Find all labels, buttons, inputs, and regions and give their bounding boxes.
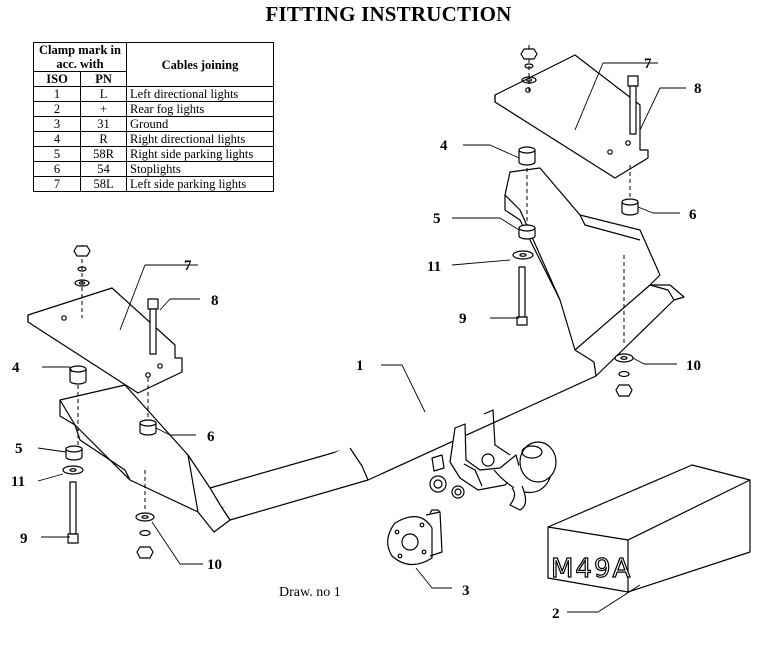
table-header-row: Clamp mark in acc. with Cables joining (33, 42, 274, 87)
fastener-stack-right-bottom (614, 353, 634, 397)
spacer-4-right (518, 146, 536, 166)
pn-cell: 31 (80, 116, 127, 132)
iso-cell: 7 (32, 176, 82, 192)
label-part-4-left: 4 (12, 360, 20, 376)
spacer-5-left (65, 445, 83, 461)
cable-cell: Right side parking lights (126, 146, 274, 162)
label-part-10-right: 10 (686, 358, 701, 374)
bolt-9-right (516, 266, 528, 326)
label-part-1: 1 (356, 358, 364, 374)
cable-cell: Stoplights (126, 161, 274, 177)
iso-cell: 5 (32, 146, 82, 162)
label-part-5-right: 5 (433, 211, 441, 227)
label-part-6-right: 6 (689, 207, 697, 223)
label-part-11-left: 11 (11, 474, 25, 490)
clamp-mark-header: Clamp mark in acc. with (33, 42, 127, 72)
label-part-8-right: 8 (694, 81, 702, 97)
label-part-2: 2 (552, 606, 560, 622)
cables-joining-header: Cables joining (126, 42, 274, 87)
label-part-5-left: 5 (15, 441, 23, 457)
label-part-6-left: 6 (207, 429, 215, 445)
parts-box (547, 464, 751, 593)
label-part-9-left: 9 (20, 531, 28, 547)
bolt-9-left (67, 481, 79, 544)
bolt-right (627, 75, 639, 135)
label-part-8-left: 8 (211, 293, 219, 309)
cable-cell: Right directional lights (126, 131, 274, 147)
fastener-stack-left-bottom (135, 512, 155, 559)
fastener-stack-left-top (73, 245, 91, 287)
tow-ball-assembly (429, 409, 557, 511)
label-part-7-left: 7 (184, 258, 192, 274)
cable-cell: Ground (126, 116, 274, 132)
spacer-6-left (139, 419, 157, 436)
cable-cell: Left side parking lights (126, 176, 274, 192)
label-part-10-left: 10 (207, 557, 222, 573)
label-part-4-right: 4 (440, 138, 448, 154)
spacer-5-right (518, 224, 536, 240)
plate-right (494, 54, 649, 179)
drawing-number: Draw. no 1 (279, 585, 341, 600)
fastener-stack-right-top (520, 48, 538, 84)
bolt-left (147, 298, 159, 355)
spacer-4-left (69, 365, 87, 385)
socket-plate (387, 509, 443, 566)
washer-11-left (62, 465, 84, 475)
pn-cell: 58L (80, 176, 127, 192)
page-title: FITTING INSTRUCTION (265, 2, 512, 26)
washer-11-right (512, 250, 534, 260)
box-stamp: M49A (551, 554, 632, 584)
pn-header: PN (80, 71, 127, 87)
pn-cell: 54 (80, 161, 127, 177)
label-part-7-right: 7 (644, 56, 652, 72)
label-part-11-right: 11 (427, 259, 441, 275)
crossbar-part (59, 167, 685, 533)
clamp-table: Clamp mark in acc. with Cables joining I… (32, 42, 274, 192)
plate-left (27, 287, 183, 394)
label-part-3: 3 (462, 583, 470, 599)
label-part-9-right: 9 (459, 311, 467, 327)
spacer-6-right (621, 198, 639, 216)
